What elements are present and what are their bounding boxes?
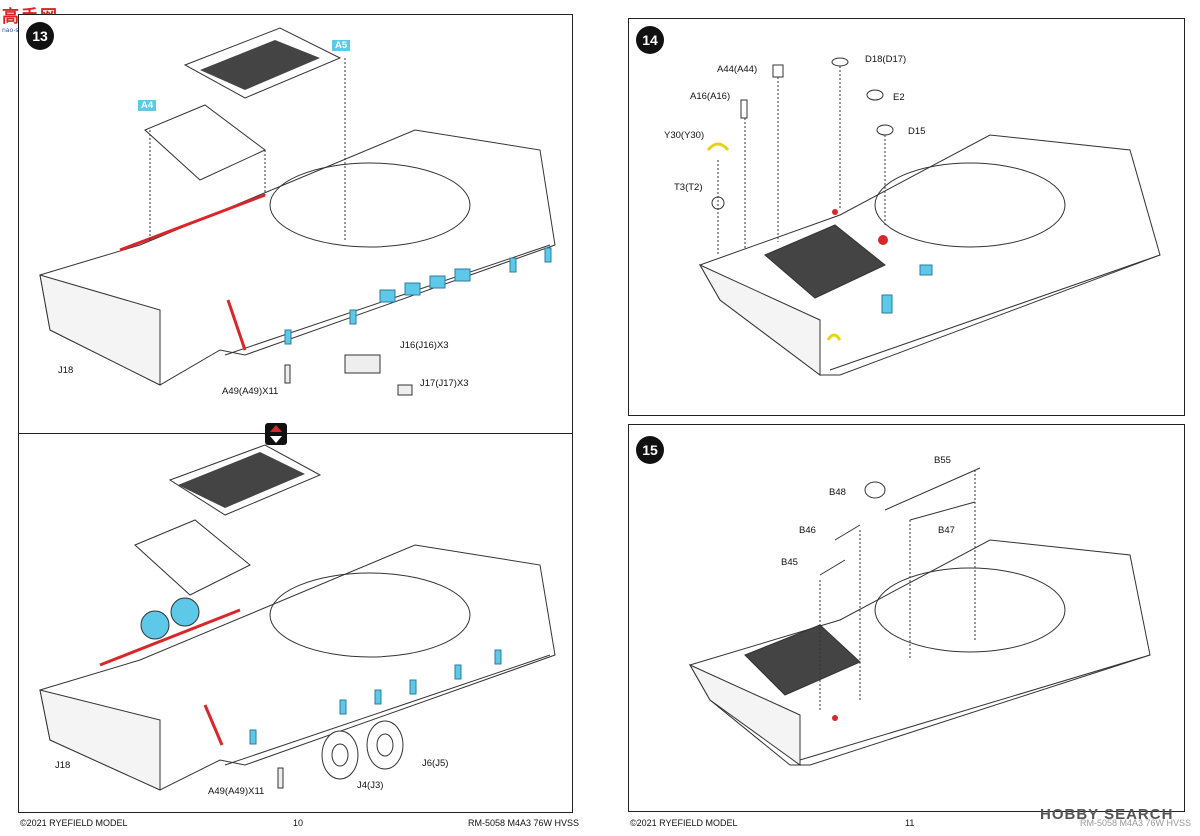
label-j18: J18	[58, 365, 74, 376]
label-d15: D15	[908, 126, 926, 137]
label-y30: Y30(Y30)	[664, 130, 705, 141]
label-b47: B47	[938, 525, 955, 536]
label-a49-b: A49(A49)X11	[208, 786, 265, 797]
label-j16: J16(J16)X3	[400, 340, 449, 351]
flip-arrow-icon	[265, 423, 287, 445]
step-14-badge: 14	[636, 26, 664, 54]
page-number-right: 11	[905, 818, 915, 828]
hobbysearch-watermark: HOBBY SEARCH	[1040, 806, 1174, 823]
label-j4: J4(J3)	[357, 780, 384, 791]
footer-model-right: RM-5058 M4A3 76W HVSS	[1080, 818, 1192, 828]
label-d18: D18(D17)	[865, 54, 907, 65]
label-b46: B46	[799, 525, 816, 536]
footer-copyright-right: ©2021 RYEFIELD MODEL	[630, 818, 738, 828]
label-b48: B48	[829, 487, 846, 498]
hull-drawing-13a	[39, 27, 556, 396]
hull-drawing-15	[688, 467, 1151, 766]
ref-a5: A5	[332, 40, 351, 51]
step-13-badge: 13	[26, 22, 54, 50]
hull-drawing-14	[698, 57, 1161, 376]
step-15-badge: 15	[636, 436, 664, 464]
label-b45: B45	[781, 557, 798, 568]
flip-arrow-glyph	[270, 425, 282, 443]
label-j17: J17(J17)X3	[420, 378, 469, 389]
label-a16: A16(A16)	[690, 91, 731, 102]
label-a49: A49(A49)X11	[222, 386, 279, 397]
ref-a4: A4	[138, 100, 157, 111]
label-j6: J6(J5)	[422, 758, 449, 769]
label-b55: B55	[934, 455, 951, 466]
label-e2: E2	[893, 92, 905, 103]
hull-drawing-13b	[39, 444, 556, 791]
label-t3: T3(T2)	[674, 182, 703, 193]
footer-model-left: RM-5058 M4A3 76W HVSS	[468, 818, 580, 828]
footer-copyright-left: ©2021 RYEFIELD MODEL	[20, 818, 128, 828]
label-j18-b: J18	[55, 760, 71, 771]
label-a44: A44(A44)	[717, 64, 758, 75]
page-number-left: 10	[293, 818, 304, 828]
